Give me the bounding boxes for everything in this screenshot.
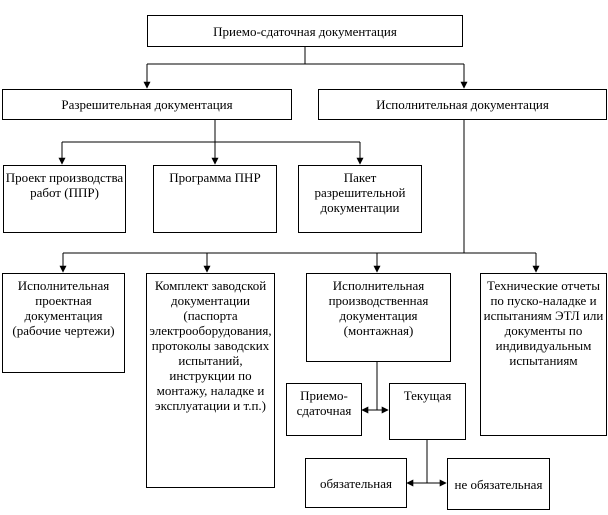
- node-exec-production-docs: Исполнительная производственная документ…: [306, 273, 451, 362]
- node-exec-project-docs: Исполнительная проектная документация (р…: [2, 273, 125, 373]
- node-pnr-program-label: Программа ПНР: [169, 170, 261, 185]
- node-acceptance-label: Приемо-сдаточная: [296, 388, 352, 418]
- node-current-label: Текущая: [403, 388, 452, 403]
- node-acceptance: Приемо-сдаточная: [286, 383, 362, 436]
- node-pnr-program: Программа ПНР: [153, 165, 277, 233]
- node-mandatory-label: обязательная: [320, 475, 392, 491]
- node-optional-label: не обязательная: [454, 476, 543, 492]
- node-optional: не обязательная: [447, 458, 550, 510]
- node-permit-docs: Разрешительная документация: [2, 89, 292, 120]
- node-exec-docs: Исполнительная документация: [318, 89, 607, 120]
- node-permit-packet: Пакет разрешительной документации: [298, 165, 422, 233]
- node-permit-docs-label: Разрешительная документация: [61, 97, 233, 112]
- node-tech-reports-label: Технические отчеты по пуско-наладке и ис…: [483, 278, 604, 368]
- node-exec-docs-label: Исполнительная документация: [376, 97, 549, 112]
- node-root-label: Приемо-сдаточная документация: [213, 23, 397, 39]
- node-root: Приемо-сдаточная документация: [147, 15, 463, 47]
- node-mandatory: обязательная: [305, 458, 407, 508]
- node-ppr-label: Проект производства работ (ППР): [5, 170, 124, 200]
- node-permit-packet-label: Пакет разрешительной документации: [314, 170, 406, 215]
- node-tech-reports: Технические отчеты по пуско-наладке и ис…: [480, 273, 607, 436]
- node-exec-project-docs-label: Исполнительная проектная документация (р…: [12, 278, 115, 338]
- node-factory-docs: Комплект заводской документации (паспорт…: [146, 273, 275, 488]
- node-factory-docs-label: Комплект заводской документации (паспорт…: [149, 278, 272, 413]
- node-exec-production-docs-label: Исполнительная производственная документ…: [328, 278, 429, 338]
- node-current: Текущая: [389, 383, 466, 440]
- node-ppr: Проект производства работ (ППР): [3, 165, 126, 233]
